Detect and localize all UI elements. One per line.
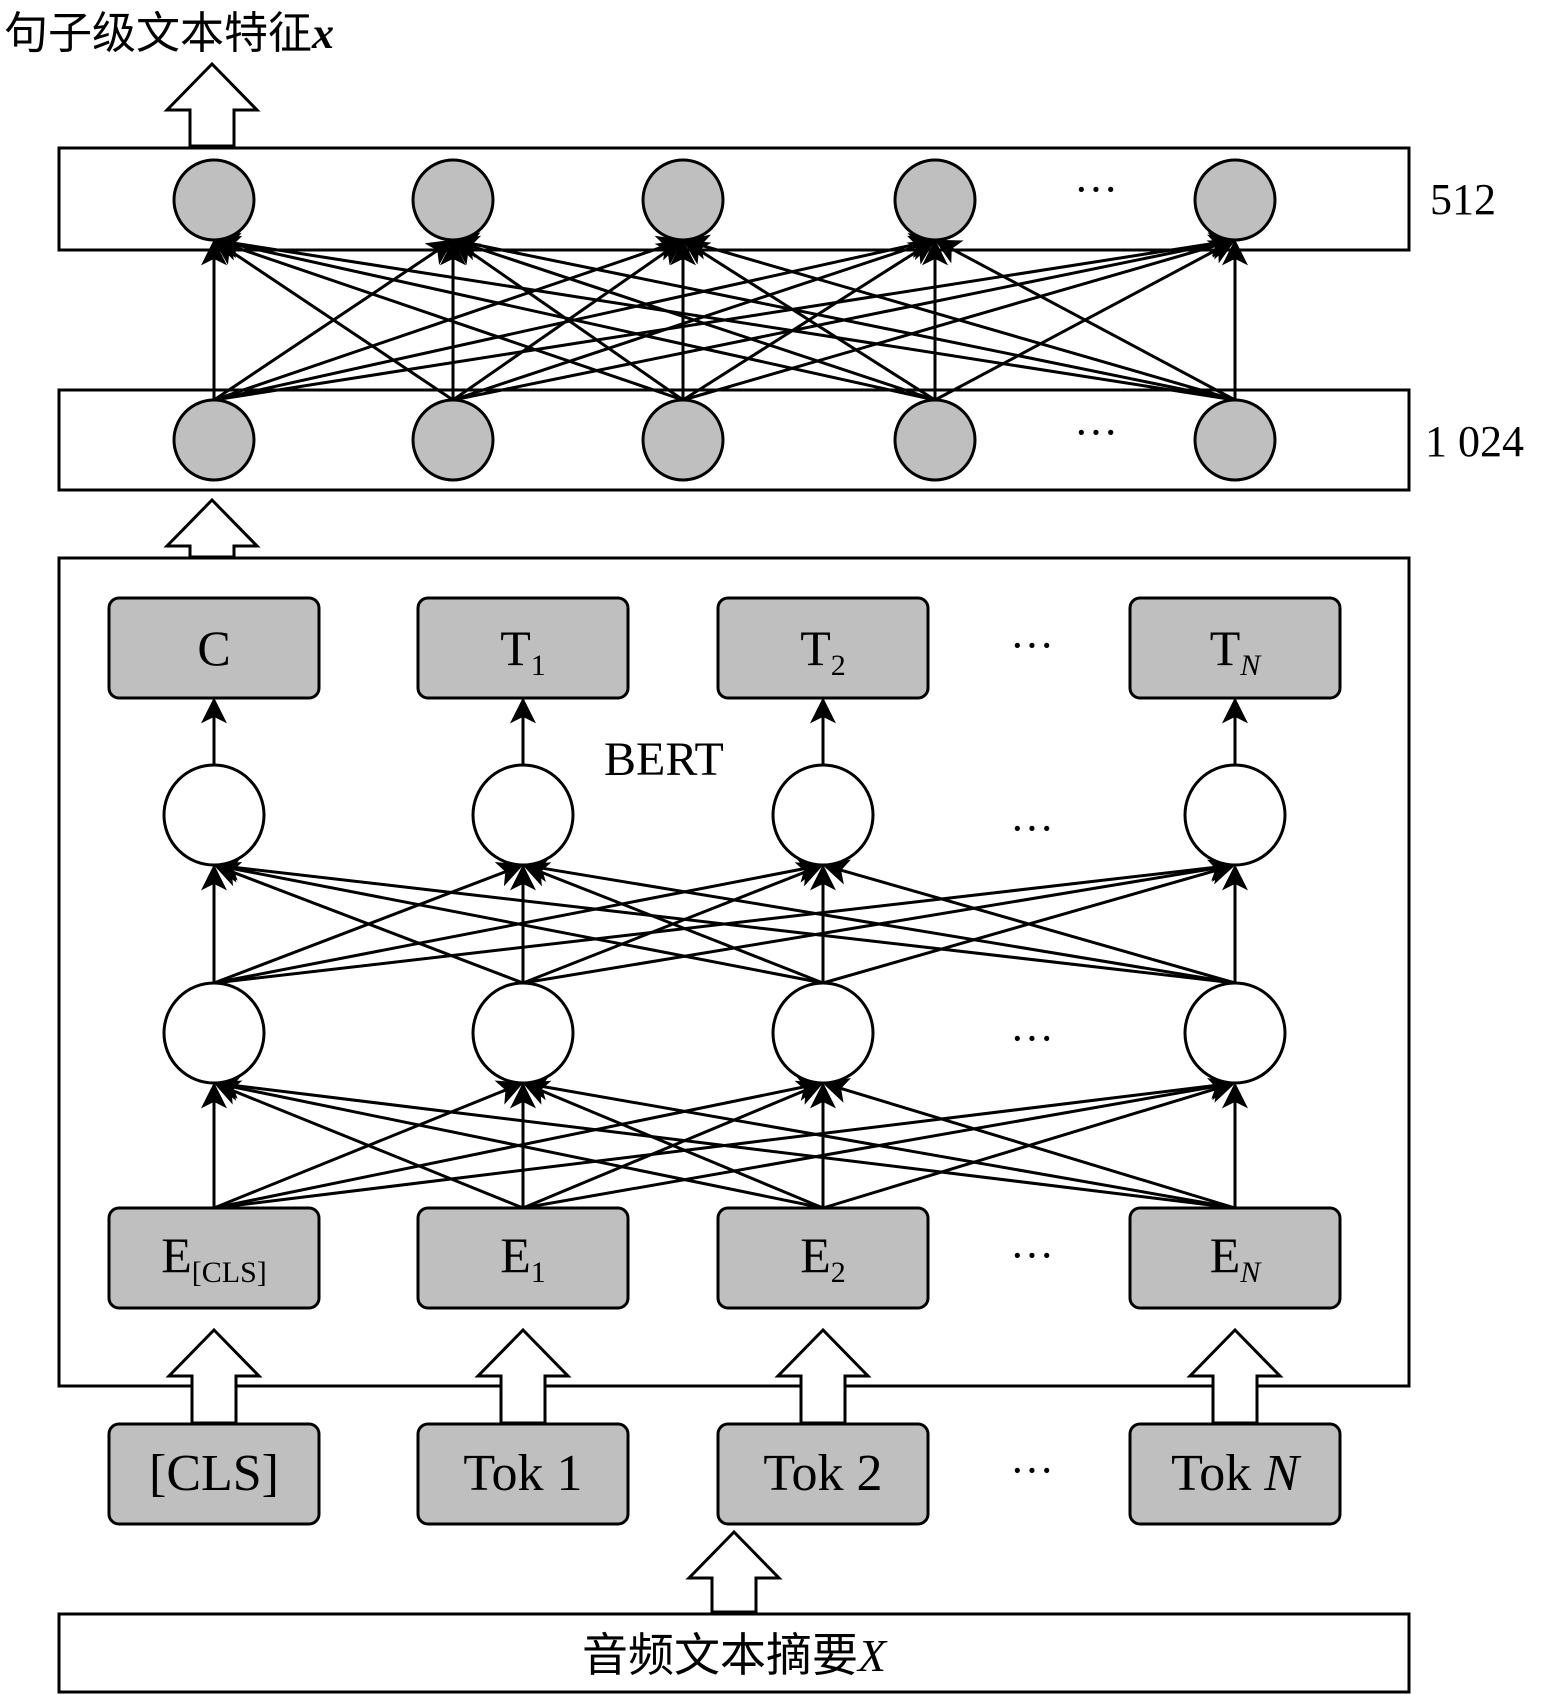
embedding-box-e1: E1 [416, 1206, 630, 1310]
svg-text:T2: T2 [800, 620, 846, 682]
bert-edge-layer-2 [522, 856, 1236, 985]
ellipsis-hidden-1: ··· [1010, 1014, 1054, 1063]
bert-edge-layer-2 [213, 861, 524, 985]
ellipsis-1024: ··· [1074, 408, 1118, 457]
fc-node-1024 [893, 398, 977, 482]
fc-node-1024 [172, 398, 256, 482]
bert-hidden-node-1 [1183, 981, 1287, 1085]
fc-node-512 [411, 158, 495, 242]
flow-arrows [163, 61, 1284, 1614]
svg-text:[CLS]: [CLS] [149, 1445, 279, 1502]
hollow-arrow-token-to-embedding [474, 1327, 572, 1425]
ellipsis-embeddings: ··· [1010, 1231, 1054, 1280]
fc-node-1024 [411, 398, 495, 482]
bert-hidden-node-1 [771, 981, 875, 1085]
output-box-t2: T2 [716, 596, 930, 700]
connection-edges [201, 231, 1248, 1210]
embedding-box-e2: E2 [716, 1206, 930, 1310]
bert-edge-layer-1 [213, 1075, 824, 1210]
bert-edge-layer-1 [213, 1073, 1236, 1210]
bert-edge-layer-1 [213, 1080, 524, 1210]
bert-hidden-node-2 [471, 763, 575, 867]
bert-edge-layer-2 [822, 859, 1236, 985]
bert-edge-layer-2 [213, 857, 824, 985]
bert-hidden-node-2 [162, 763, 266, 867]
fc-edge [452, 235, 936, 402]
hollow-arrow-input-to-tokens [685, 1529, 783, 1614]
fc-edge [934, 239, 1236, 402]
fc-node-512 [1193, 158, 1277, 242]
fc-edge [452, 239, 684, 402]
fc-node-512 [641, 158, 725, 242]
bert-hidden-node-2 [771, 763, 875, 867]
bert-edge-layer-2 [522, 862, 824, 985]
layer-1024-frame [57, 388, 1411, 492]
ellipsis-512: ··· [1074, 165, 1118, 214]
fc-edge [213, 235, 684, 402]
token-box-cls: [CLS] [107, 1422, 321, 1526]
ellipsis-outputs: ··· [1010, 621, 1054, 670]
bert-edge-layer-1 [522, 1080, 824, 1210]
svg-text:TN: TN [1210, 620, 1263, 682]
fc-edge [682, 239, 936, 402]
svg-text:EN: EN [1210, 1227, 1263, 1289]
output-title: 句子级文本特征x [4, 9, 334, 58]
input-frame [57, 1612, 1411, 1694]
svg-text:C: C [197, 620, 230, 676]
ellipsis-hidden-2: ··· [1010, 804, 1054, 853]
bert-edge-layer-1 [522, 1074, 1236, 1210]
svg-text:Tok 2: Tok 2 [763, 1445, 882, 1502]
layer-512-label: 512 [1430, 175, 1496, 224]
fc-edge [213, 232, 936, 402]
fc-node-1024 [1193, 398, 1277, 482]
fc-node-512 [893, 158, 977, 242]
svg-text:T1: T1 [500, 620, 546, 682]
svg-text:E1: E1 [500, 1227, 546, 1289]
bert-label: BERT [604, 733, 724, 786]
bert-edge-layer-2 [213, 855, 1236, 985]
embedding-box-en: EN [1128, 1206, 1342, 1310]
bert-hidden-node-1 [162, 981, 266, 1085]
layer-1024-label: 1 024 [1425, 417, 1524, 466]
hollow-arrow-token-to-embedding [774, 1327, 872, 1425]
hollow-arrow-output [163, 61, 261, 148]
fc-node-512 [172, 158, 256, 242]
hollow-arrow-token-to-embedding [1186, 1327, 1284, 1425]
bert-hidden-node-1 [471, 981, 575, 1085]
fc-edge [682, 234, 1236, 402]
bert-edge-layer-1 [822, 1077, 1236, 1210]
output-box-t1: T1 [416, 596, 630, 700]
fc-edge [213, 231, 1236, 402]
token-box-n: Tok N [1128, 1422, 1342, 1526]
input-text-label: 音频文本摘要X [582, 1630, 888, 1681]
hollow-arrow-token-to-embedding [165, 1327, 263, 1425]
layer-nodes [162, 158, 1287, 1085]
svg-text:E[CLS]: E[CLS] [161, 1227, 267, 1289]
svg-text:E2: E2 [800, 1227, 846, 1289]
token-box-2: Tok 2 [716, 1422, 930, 1526]
svg-text:Tok N: Tok N [1171, 1445, 1302, 1502]
hollow-arrow-bert-to-fc [163, 497, 261, 559]
fc-node-1024 [641, 398, 725, 482]
output-box-c: C [107, 596, 321, 700]
fc-edge [452, 232, 1236, 402]
token-box-1: Tok 1 [416, 1422, 630, 1526]
svg-text:Tok 1: Tok 1 [463, 1445, 582, 1502]
output-box-tn: TN [1128, 596, 1342, 700]
layer-512-frame [57, 146, 1411, 252]
ellipsis-tokens: ··· [1010, 1446, 1054, 1495]
fc-edge [213, 239, 454, 402]
embedding-box-cls: E[CLS] [107, 1206, 321, 1310]
bert-hidden-node-2 [1183, 763, 1287, 867]
